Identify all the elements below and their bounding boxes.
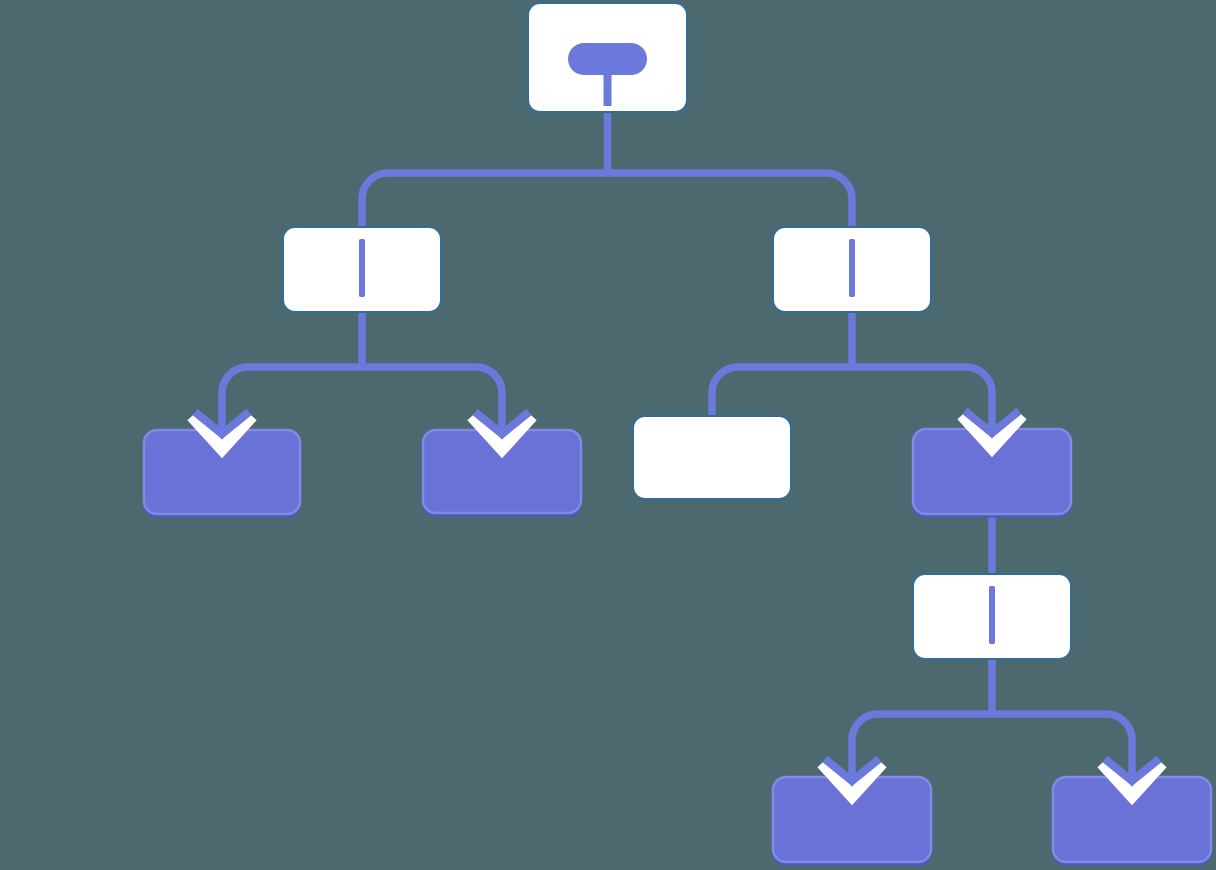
connector: [358, 169, 608, 230]
chevron-white-icon: [187, 411, 257, 459]
vertical-bar-icon: [989, 586, 995, 644]
connector: [992, 710, 1136, 779]
node-n2-pass[interactable]: [772, 226, 932, 313]
connector: [218, 363, 362, 432]
chevron-arrow-icon: [957, 407, 1027, 458]
chevron-arrow-icon: [467, 408, 537, 459]
chevron-arrow-icon: [1097, 755, 1167, 806]
chevron-purple-icon: [472, 408, 532, 440]
chevron-white-icon: [957, 410, 1027, 458]
connector: [607, 169, 856, 230]
vertical-bar-icon: [849, 239, 855, 297]
node-n5-pass[interactable]: [912, 573, 1072, 660]
chevron-purple-icon: [822, 755, 882, 787]
chevron-white-icon: [817, 758, 887, 806]
node-root-root[interactable]: [527, 2, 688, 113]
vertical-bar-icon: [359, 239, 365, 297]
connector-lines: [218, 112, 1136, 779]
node-n1-pass[interactable]: [282, 226, 442, 313]
chevron-purple-icon: [1102, 755, 1162, 787]
chevron-purple-icon: [962, 407, 1022, 439]
arrow-markers: [187, 407, 1167, 806]
chevron-white-icon: [467, 411, 537, 459]
connector: [362, 363, 506, 432]
chevron-white-icon: [1097, 758, 1167, 806]
empty-box: [632, 415, 792, 500]
nodes: [142, 2, 1213, 866]
connector: [848, 710, 992, 779]
pill-stem-icon: [603, 73, 612, 106]
node-n3-plain[interactable]: [632, 415, 792, 500]
pill-icon: [568, 43, 647, 75]
connector: [852, 363, 996, 431]
connector: [708, 363, 852, 419]
node-l2-leaf[interactable]: [421, 428, 583, 517]
chevron-purple-icon: [192, 408, 252, 440]
chevron-arrow-icon: [817, 755, 887, 806]
chevron-arrow-icon: [187, 408, 257, 459]
